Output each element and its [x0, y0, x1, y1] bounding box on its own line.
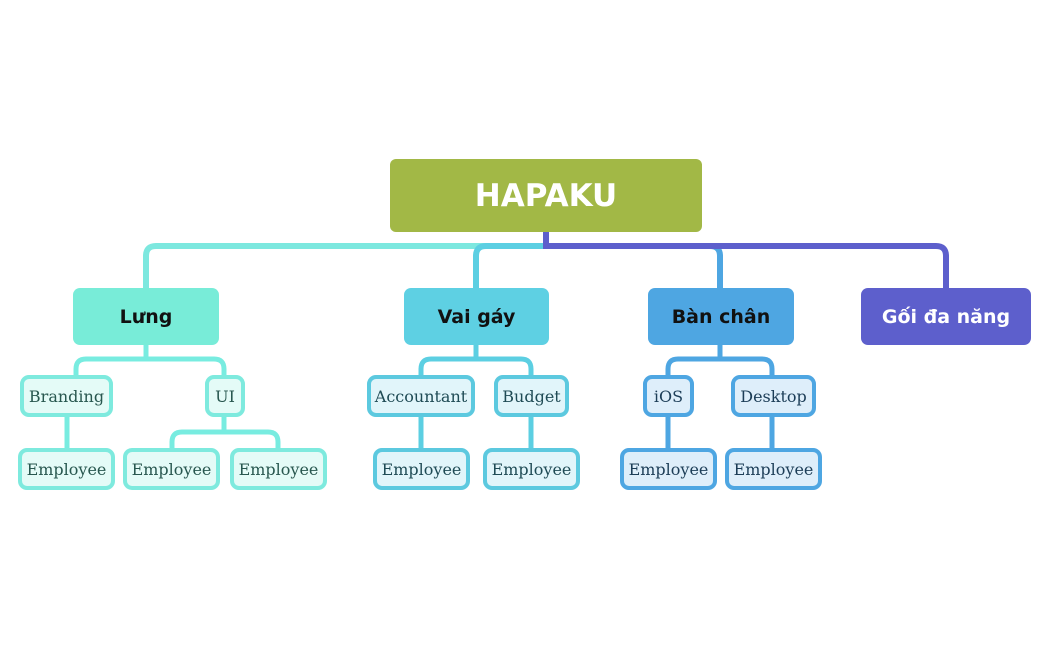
subtopic-accountant[interactable]: Accountant	[367, 375, 475, 417]
connector-vaigay-children	[418, 345, 534, 375]
employee-ui-2[interactable]: Employee	[230, 448, 327, 490]
employee-desktop[interactable]: Employee	[725, 448, 822, 490]
employee-branding[interactable]: Employee	[18, 448, 115, 490]
connector-ui-employees	[169, 417, 281, 448]
connector-lung-children	[73, 345, 227, 375]
root-node[interactable]: HAPAKU	[390, 159, 702, 232]
employee-ui-1[interactable]: Employee	[123, 448, 220, 490]
employee-ios[interactable]: Employee	[620, 448, 717, 490]
subtopic-budget[interactable]: Budget	[494, 375, 569, 417]
connector-root-banchan	[546, 243, 723, 288]
employee-budget[interactable]: Employee	[483, 448, 580, 490]
topic-vai-gay[interactable]: Vai gáy	[404, 288, 549, 345]
subtopic-desktop[interactable]: Desktop	[731, 375, 816, 417]
subtopic-ui[interactable]: UI	[205, 375, 245, 417]
connector-root-vaigay	[473, 243, 546, 288]
topic-lung[interactable]: Lưng	[73, 288, 219, 345]
employee-accountant[interactable]: Employee	[373, 448, 470, 490]
connector-root-goi	[543, 232, 949, 288]
subtopic-branding[interactable]: Branding	[20, 375, 113, 417]
connector-banchan-children	[665, 345, 775, 375]
subtopic-ios[interactable]: iOS	[643, 375, 694, 417]
topic-ban-chan[interactable]: Bàn chân	[648, 288, 794, 345]
topic-goi-da-nang[interactable]: Gối đa năng	[861, 288, 1031, 345]
connector-root-teal	[143, 232, 549, 288]
